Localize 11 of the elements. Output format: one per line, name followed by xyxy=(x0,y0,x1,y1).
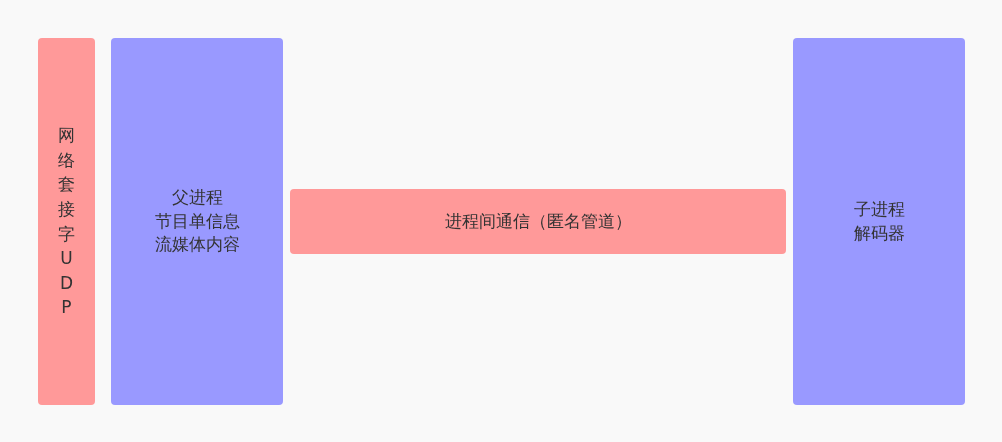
node-label: 进程间通信（匿名管道） xyxy=(444,209,632,233)
process-box xyxy=(290,189,786,254)
node-label: 节目单信息 xyxy=(154,209,240,233)
node-label: 网络套接字UDP xyxy=(58,123,75,320)
process-box xyxy=(38,38,95,405)
process-box xyxy=(793,38,965,405)
node-label: 流媒体内容 xyxy=(154,233,240,257)
node-label: 父进程 xyxy=(171,185,223,209)
node-label: 子进程 xyxy=(853,197,905,221)
node-label: 解码器 xyxy=(853,221,905,245)
process-box xyxy=(111,38,283,405)
